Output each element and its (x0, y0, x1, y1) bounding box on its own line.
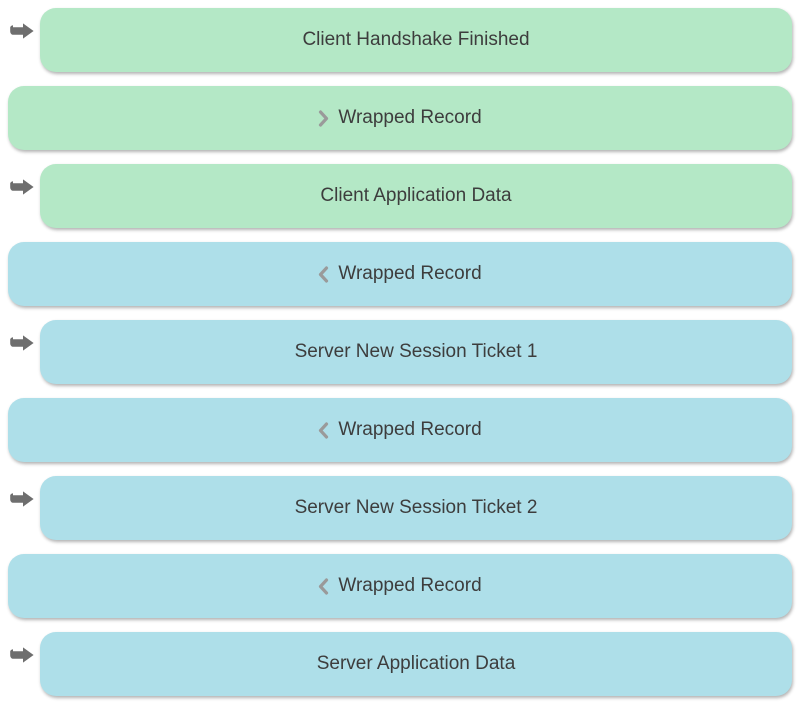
card-wrapped-record-3[interactable]: Wrapped Record (8, 398, 792, 462)
card-client-application-data[interactable]: Client Application Data (40, 164, 792, 228)
card-wrapped-record-2[interactable]: Wrapped Record (8, 242, 792, 306)
row-client-handshake-finished: Client Handshake Finished (0, 8, 800, 72)
card-label: Wrapped Record (338, 107, 482, 128)
card-wrapped-record-1[interactable]: Wrapped Record (8, 86, 792, 150)
row-server-new-session-ticket-2: Server New Session Ticket 2 (0, 476, 800, 540)
card-label: Server New Session Ticket 1 (294, 341, 538, 362)
chevron-left-icon (319, 577, 329, 595)
card-label: Server New Session Ticket 2 (294, 497, 538, 518)
card-client-handshake-finished[interactable]: Client Handshake Finished (40, 8, 792, 72)
send-arrow-icon (10, 491, 34, 507)
send-arrow-icon (10, 647, 34, 663)
row-wrapped-record-2: Wrapped Record (0, 242, 800, 306)
send-arrow-icon (10, 23, 34, 39)
card-wrapped-record-4[interactable]: Wrapped Record (8, 554, 792, 618)
card-label: Wrapped Record (338, 575, 482, 596)
chevron-right-icon (319, 109, 329, 127)
row-client-application-data: Client Application Data (0, 164, 800, 228)
row-wrapped-record-1: Wrapped Record (0, 86, 800, 150)
card-label: Client Application Data (320, 185, 512, 206)
card-server-new-session-ticket-1[interactable]: Server New Session Ticket 1 (40, 320, 792, 384)
send-arrow-icon (10, 335, 34, 351)
row-server-new-session-ticket-1: Server New Session Ticket 1 (0, 320, 800, 384)
send-arrow-icon (10, 179, 34, 195)
card-label: Wrapped Record (338, 419, 482, 440)
row-wrapped-record-4: Wrapped Record (0, 554, 800, 618)
chevron-left-icon (319, 421, 329, 439)
card-server-application-data[interactable]: Server Application Data (40, 632, 792, 696)
card-label: Wrapped Record (338, 263, 482, 284)
card-label: Client Handshake Finished (302, 29, 530, 50)
row-server-application-data: Server Application Data (0, 632, 800, 696)
card-server-new-session-ticket-2[interactable]: Server New Session Ticket 2 (40, 476, 792, 540)
row-wrapped-record-3: Wrapped Record (0, 398, 800, 462)
chevron-left-icon (319, 265, 329, 283)
card-label: Server Application Data (316, 653, 516, 674)
